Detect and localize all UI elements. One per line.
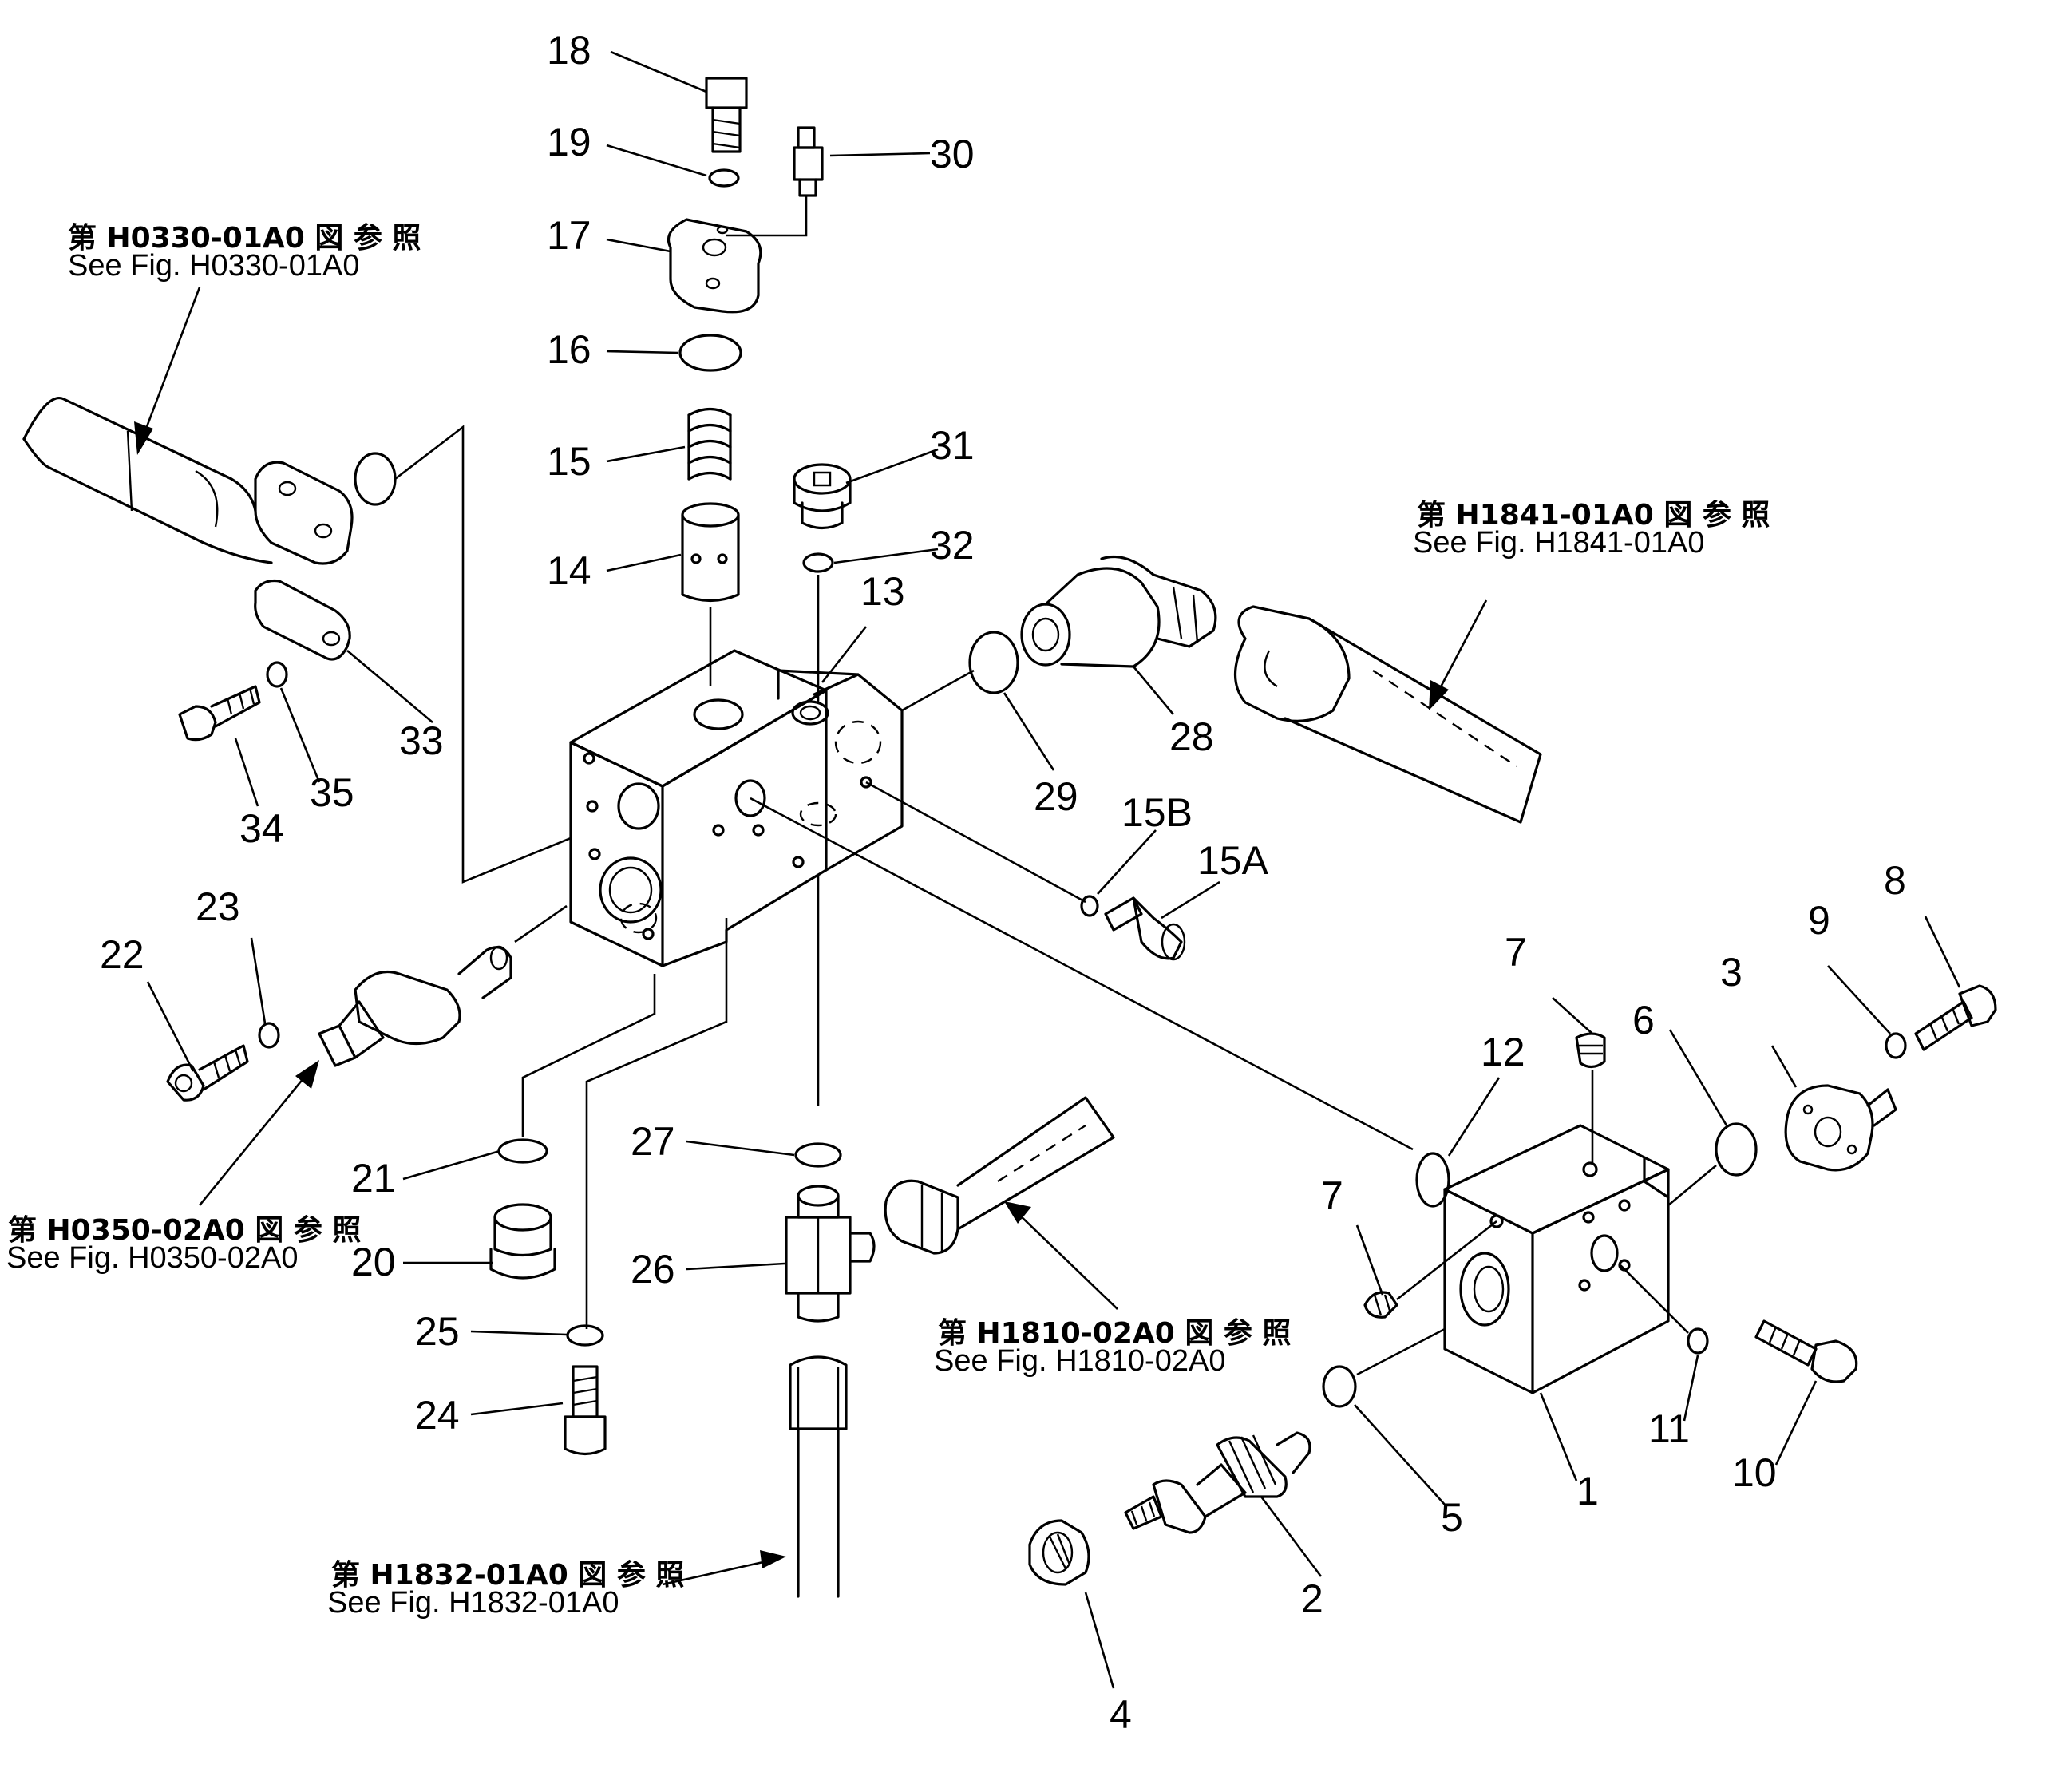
label-28: 28	[1169, 714, 1214, 759]
ref-h0350-en: See Fig. H0350-02A0	[6, 1241, 298, 1275]
split-flange-33	[254, 579, 351, 661]
o-ring-12	[1415, 1152, 1450, 1208]
label-31: 31	[930, 423, 975, 468]
label-10: 10	[1732, 1450, 1777, 1495]
bolt-34	[178, 685, 261, 742]
valve-block-13	[569, 649, 904, 967]
label-3: 3	[1720, 950, 1743, 995]
ref-h0330-en: See Fig. H0330-01A0	[68, 249, 359, 283]
label-2: 2	[1301, 1576, 1323, 1621]
ref-h1810-en: See Fig. H1810-02A0	[934, 1344, 1225, 1378]
leaders	[146, 50, 1961, 1689]
pipe-h1841	[1233, 605, 1542, 824]
fitting-30	[793, 126, 824, 197]
o-ring-15b	[1080, 895, 1099, 917]
washer-19	[708, 168, 740, 188]
washer-23	[258, 1022, 280, 1049]
label-35: 35	[310, 770, 354, 815]
ref-h1832-en: See Fig. H1832-01A0	[327, 1586, 619, 1620]
label-18: 18	[547, 28, 591, 73]
ref-h1841-jp: 第 H1841-01A0 図 参 照	[1417, 499, 1770, 532]
label-8: 8	[1884, 858, 1906, 903]
label-7-left: 7	[1321, 1173, 1343, 1218]
split-flange-33-upper	[254, 461, 354, 565]
spring-15	[687, 407, 732, 481]
label-11: 11	[1648, 1406, 1690, 1451]
o-ring-5	[1322, 1365, 1357, 1408]
label-17: 17	[547, 213, 591, 258]
washer-35	[266, 661, 288, 688]
plug-31	[793, 463, 852, 530]
label-33: 33	[399, 718, 444, 763]
figure-references: 第 H0330-01A0 図 参 照 See Fig. H0330-01A0 第…	[6, 222, 1770, 1620]
o-ring-6	[1715, 1122, 1758, 1177]
ref-h1841-en: See Fig. H1841-01A0	[1413, 526, 1704, 560]
elbow-28	[1020, 555, 1217, 668]
plug-7-top	[1575, 1032, 1606, 1069]
label-32: 32	[930, 523, 975, 568]
ref-h0330-jp: 第 H0330-01A0 図 参 照	[68, 222, 421, 255]
label-14: 14	[547, 548, 591, 593]
o-ring-29	[968, 631, 1019, 694]
cover-3	[1784, 1084, 1897, 1172]
label-23: 23	[196, 884, 240, 929]
label-13: 13	[860, 569, 905, 614]
part-number-labels: 18 19 17 16 15 14 30 31 32 13 29 28 15B …	[100, 28, 1906, 1737]
o-ring-27	[794, 1142, 842, 1168]
label-27: 27	[631, 1119, 675, 1164]
ref-h0350-jp: 第 H0350-02A0 図 参 照	[8, 1214, 361, 1247]
label-4: 4	[1110, 1692, 1132, 1737]
label-21: 21	[351, 1156, 396, 1201]
label-1: 1	[1576, 1469, 1599, 1513]
label-15b: 15B	[1121, 790, 1193, 835]
o-ring-16	[678, 334, 742, 372]
label-29: 29	[1034, 774, 1078, 819]
tee-fitting-26	[785, 1185, 876, 1323]
label-16: 16	[547, 327, 591, 372]
label-15a: 15A	[1197, 838, 1269, 883]
bolt-10	[1754, 1319, 1858, 1383]
label-20: 20	[351, 1240, 396, 1284]
label-26: 26	[631, 1247, 675, 1292]
valve-block-1	[1443, 1124, 1670, 1394]
label-9: 9	[1808, 898, 1830, 943]
label-25: 25	[415, 1309, 460, 1354]
ref-h1810-jp: 第 H1810-02A0 図 参 照	[938, 1317, 1291, 1350]
reference-arrows	[134, 287, 1488, 1586]
plug-4	[1028, 1519, 1090, 1586]
pipe-h1810	[884, 1096, 1115, 1255]
label-12: 12	[1481, 1030, 1525, 1074]
ref-h1832-jp: 第 H1832-01A0 図 参 照	[331, 1559, 684, 1592]
bolt-8	[1914, 984, 1997, 1051]
bolt-18	[705, 77, 748, 153]
o-ring-32	[802, 552, 834, 573]
label-7-top: 7	[1505, 930, 1527, 975]
plug-7-left	[1363, 1291, 1398, 1319]
o-ring-flange	[354, 452, 397, 506]
flange-17	[667, 218, 762, 314]
bolt-24	[564, 1365, 607, 1456]
spool-14	[681, 502, 740, 603]
label-34: 34	[239, 806, 284, 851]
pipe-h0330	[22, 397, 273, 564]
fitting-15a	[1104, 896, 1186, 961]
plug-20	[489, 1203, 556, 1280]
o-ring-21	[497, 1138, 548, 1164]
label-6: 6	[1632, 998, 1655, 1042]
connector-h0350	[318, 945, 512, 1067]
spool-2	[1124, 1431, 1311, 1534]
bolt-22	[166, 1044, 249, 1102]
label-24: 24	[415, 1393, 460, 1438]
washer-9	[1885, 1032, 1907, 1059]
label-15: 15	[547, 439, 591, 484]
label-30: 30	[930, 132, 975, 176]
washer-25	[566, 1324, 604, 1347]
label-19: 19	[547, 120, 591, 164]
label-22: 22	[100, 932, 144, 977]
pipe-h1832	[789, 1355, 848, 1598]
label-5: 5	[1441, 1495, 1463, 1540]
washer-11	[1687, 1327, 1709, 1355]
